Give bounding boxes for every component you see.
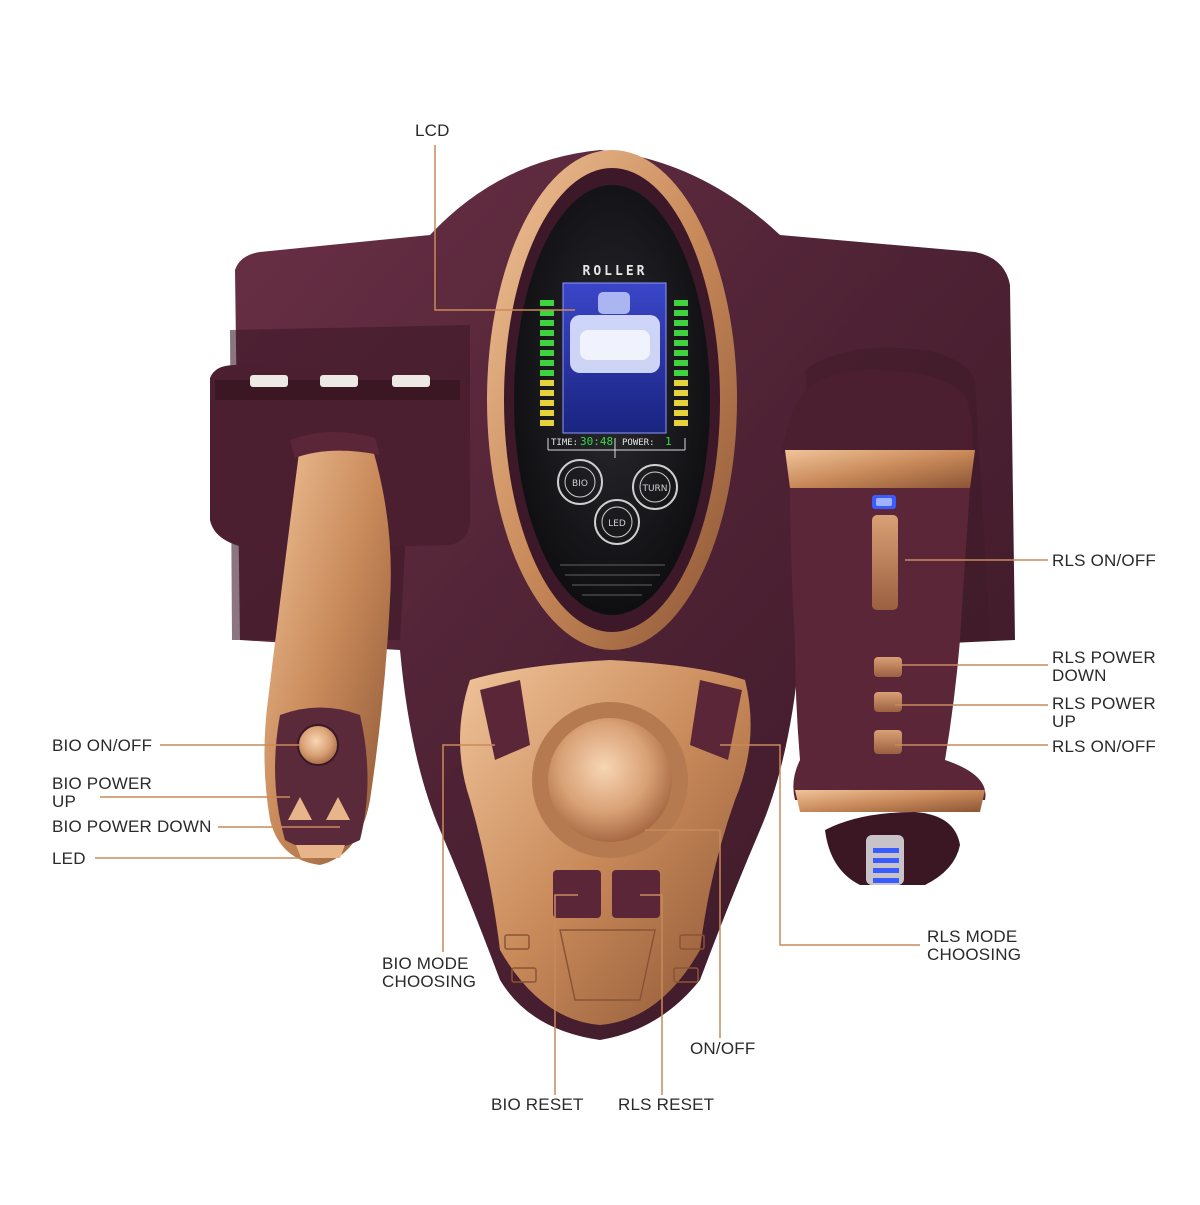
lcd-led-icon-text: LED [608,519,626,529]
center-console [460,660,751,1025]
label-lcd: LCD [415,121,450,140]
label-rls-reset: RLS RESET [618,1095,715,1114]
rls-blue-led [873,848,899,853]
lcd-bio-icon [557,459,603,505]
rls-power-up-button[interactable] [874,692,902,712]
rls-on-off-bottom-button[interactable] [874,730,902,754]
label-rls-power-up: RLS POWER UP [1052,695,1156,731]
rls-power-down-button[interactable] [874,657,902,677]
label-bio-power-up: BIO POWER UP [52,775,152,811]
label-rls-power-down-line2: DOWN [1052,666,1107,685]
rls-reset-key[interactable] [612,870,660,918]
label-rls-on-off-bottom: RLS ON/OFF [1052,737,1157,756]
label-led: LED [52,849,86,868]
rls-handpiece [780,369,986,885]
lcd-turn-icon-text: TURN [641,484,667,494]
power-level-bars-left [540,300,554,426]
lcd-time-label: TIME: [551,438,578,448]
lcd-time-value: 30:48 [580,435,613,448]
label-rls-power-down-line1: RLS POWER [1052,648,1156,667]
lcd-power-label: POWER: [622,438,655,448]
power-level-bars-right [674,300,688,426]
label-rls-mode-choosing: RLS MODE CHOOSING [927,928,1021,964]
lcd-mode-text: ROLLER [583,264,648,279]
label-rls-power-down: RLS POWER DOWN [1052,649,1156,685]
label-bio-power-up-line2: UP [52,792,77,811]
label-rls-on-off-top: RLS ON/OFF [1052,551,1157,570]
label-rls-mode-choosing-line1: RLS MODE [927,927,1018,946]
label-bio-power-down: BIO POWER DOWN [52,817,212,836]
bio-led [296,845,345,858]
lcd-led-icon [594,499,640,545]
lcd-turn-icon [632,464,678,510]
bio-power-up-button[interactable] [288,797,312,820]
label-rls-mode-choosing-line2: CHOOSING [927,945,1022,964]
label-bio-power-up-line1: BIO POWER [52,774,153,793]
bio-reset-key[interactable] [553,870,601,918]
label-on-off: ON/OFF [690,1039,756,1058]
label-bio-mode-choosing-line2: CHOOSING [382,972,477,991]
label-bio-reset: BIO RESET [491,1095,584,1114]
bio-on-off-button[interactable] [297,724,339,766]
main-control-knob[interactable] [548,718,672,842]
label-rls-power-up-line2: UP [1052,712,1077,731]
bio-roller-handpiece [210,365,470,865]
label-bio-mode-choosing: BIO MODE CHOOSING [382,955,476,991]
leader-lines [95,145,1048,1095]
bio-power-down-button[interactable] [326,797,350,820]
label-rls-power-up-line1: RLS POWER [1052,694,1156,713]
rls-on-off-top-button[interactable] [872,515,898,610]
lcd-power-value: 1 [665,435,672,448]
label-bio-on-off: BIO ON/OFF [52,736,153,755]
rls-mode-key[interactable] [690,680,742,760]
label-bio-mode-choosing-line1: BIO MODE [382,954,469,973]
lcd-bio-icon-text: BIO [572,479,588,489]
bio-mode-key[interactable] [480,680,530,760]
